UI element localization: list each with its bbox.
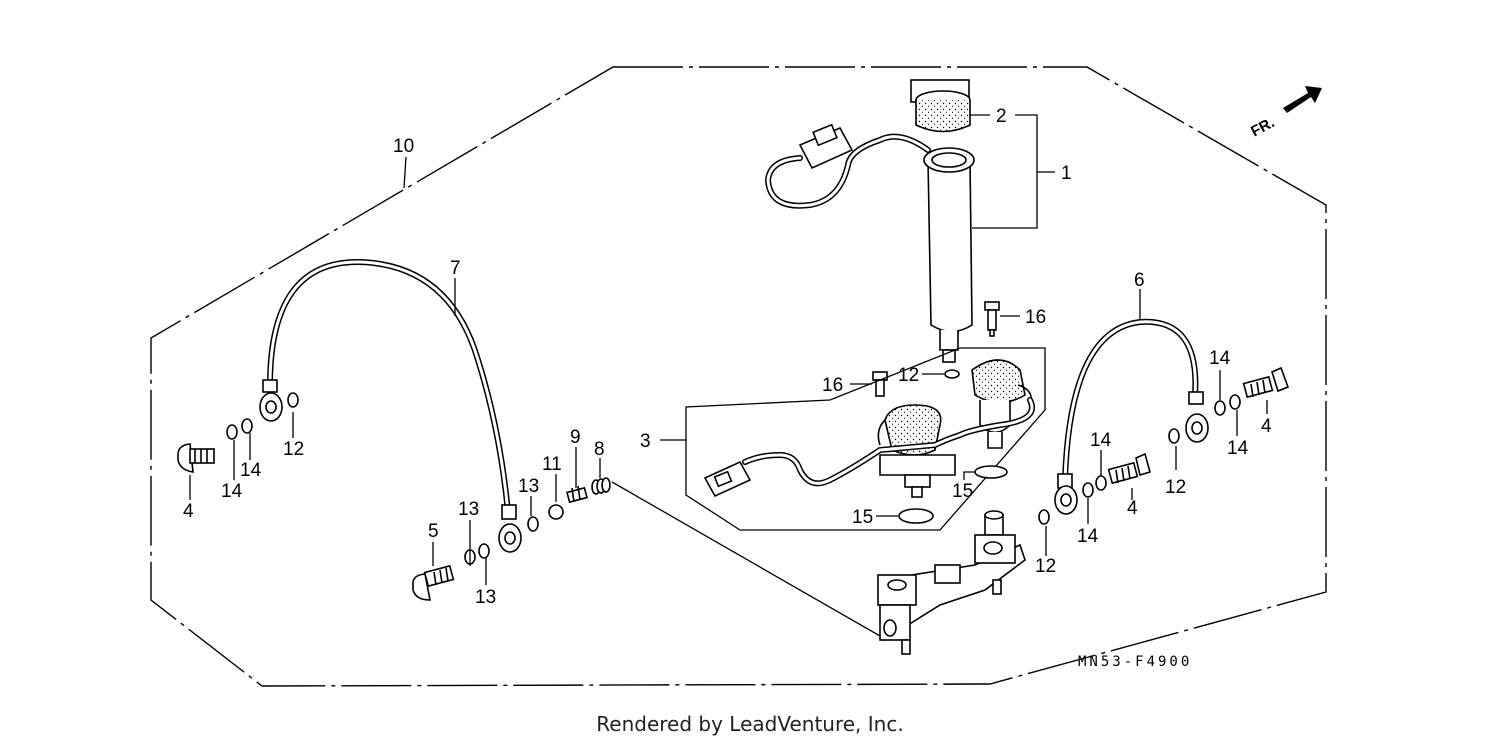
callout-14-left-b: 14 [240, 460, 262, 481]
part-1-fuel-pump [764, 123, 975, 363]
part-14-washer-center-a [1082, 482, 1094, 498]
callout-14-center-b: 14 [1090, 430, 1112, 451]
callout-10: 10 [393, 136, 414, 157]
part-15-o-ring-lower [898, 508, 934, 524]
front-label: FR. [1248, 114, 1277, 140]
callout-3: 3 [640, 431, 651, 452]
part-12-washer-right [1168, 428, 1180, 444]
part-14-washer-center-b [1095, 475, 1107, 491]
part-13-washer-low-b [478, 543, 490, 559]
part-8-spring [591, 477, 611, 495]
assembly-frame [150, 66, 1327, 687]
callout-7: 7 [450, 258, 461, 279]
callout-16-upper: 16 [1025, 307, 1046, 328]
front-direction-marker: FR. [1248, 86, 1322, 140]
leader-lines [189, 114, 1268, 585]
callout-13-lower: 13 [475, 587, 496, 608]
callout-16-lower: 16 [822, 375, 843, 396]
part-12-washer-left [287, 392, 299, 408]
part-3-solenoid-right [971, 359, 1032, 449]
part-2-clamp-band [910, 79, 971, 133]
valve-manifold [877, 510, 1026, 655]
callout-12-right: 12 [1165, 477, 1186, 498]
callout-14-right-b: 14 [1227, 438, 1249, 459]
diagram-code: MN53-F4900 [1078, 654, 1192, 670]
callout-13-mid: 13 [518, 476, 539, 497]
part-6-hose-right [1054, 318, 1209, 515]
callout-2: 2 [996, 106, 1007, 127]
part-13-washer-mid [527, 516, 539, 532]
callout-12-pump: 12 [898, 365, 919, 386]
part-4-bolt-left [177, 443, 215, 473]
callout-5: 5 [428, 521, 439, 542]
callout-4-center: 4 [1127, 498, 1138, 519]
callout-6: 6 [1134, 270, 1145, 291]
callout-1: 1 [1061, 163, 1072, 184]
part-5-bolt [412, 564, 455, 601]
callout-labels: 10 2 1 3 16 16 12 7 6 12 4 14 14 5 13 13… [183, 106, 1272, 608]
front-arrow-icon [1283, 86, 1322, 113]
part-14-washer-left-b [241, 418, 253, 434]
callout-9: 9 [570, 427, 581, 448]
callout-4-left: 4 [183, 501, 194, 522]
part-14-washer-left-a [226, 424, 238, 440]
callout-14-center-a: 14 [1077, 526, 1099, 547]
part-14-washer-right-a [1214, 400, 1226, 416]
callout-15-upper: 15 [952, 481, 973, 502]
part-15-o-ring-upper [974, 465, 1008, 479]
part-3-group-frame [685, 347, 1046, 531]
part-14-washer-right-b [1229, 394, 1241, 410]
part-3-solenoid-left [877, 404, 956, 498]
callout-8: 8 [594, 439, 605, 460]
part-16-fitting-upper [984, 301, 1000, 337]
callout-15-lower: 15 [852, 507, 873, 528]
part-11-ball [548, 504, 564, 520]
footer-credit: Rendered by LeadVenture, Inc. [596, 712, 904, 736]
callout-11: 11 [542, 454, 562, 475]
part-7-hose-left [259, 258, 522, 553]
part-12-washer-manifold [1038, 509, 1050, 525]
callout-4-right: 4 [1261, 416, 1272, 437]
part-4-bolt-right [1242, 366, 1290, 399]
part-12-washer-pump [944, 369, 960, 379]
part-4-bolt-center [1107, 452, 1151, 485]
callout-14-left-a: 14 [221, 481, 243, 502]
callout-13-upper: 13 [458, 499, 479, 520]
callout-14-right-a: 14 [1209, 348, 1231, 369]
part-9-spring-seat [566, 485, 588, 504]
part-3-harness [703, 397, 1035, 498]
assembly-guide-line [611, 481, 881, 637]
callout-12-manifold: 12 [1035, 556, 1056, 577]
callout-12-left: 12 [283, 439, 304, 460]
part-16-fitting-lower [872, 371, 888, 397]
